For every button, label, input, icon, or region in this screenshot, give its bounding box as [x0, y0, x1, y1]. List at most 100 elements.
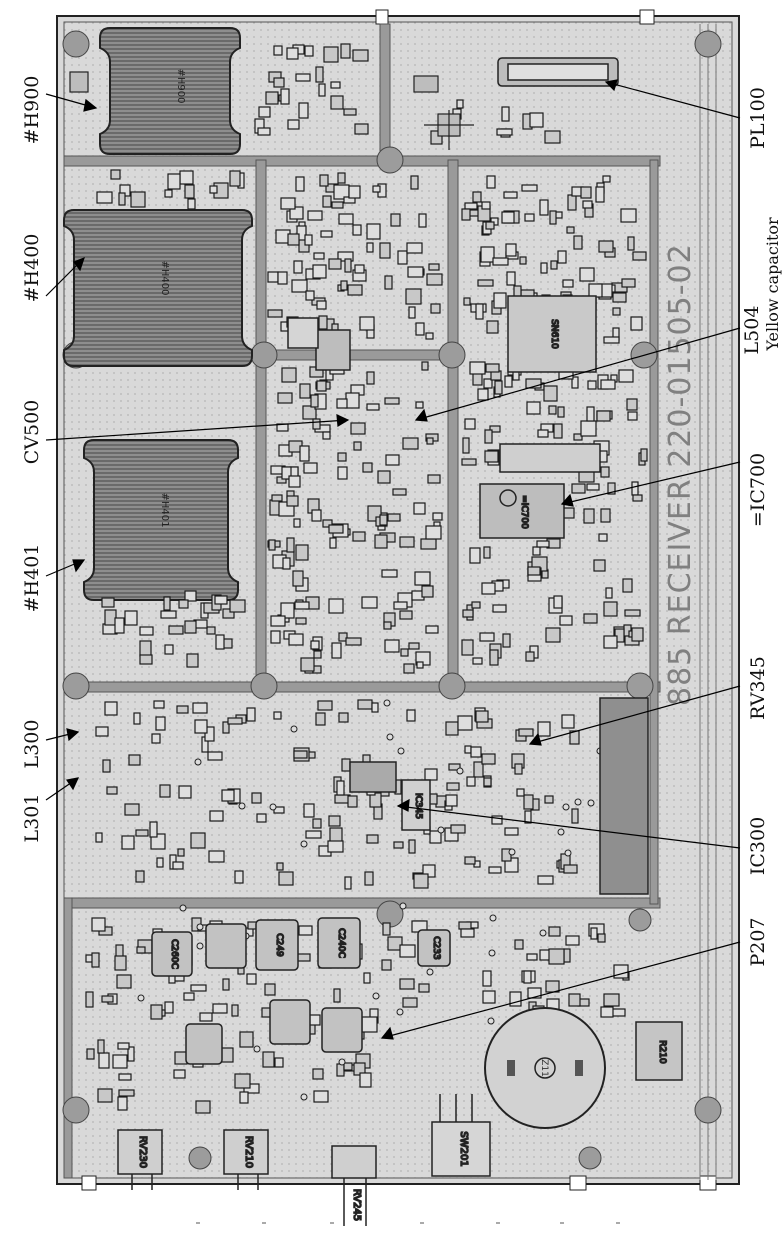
c249-silk: C249: [274, 933, 284, 957]
smd-part: [323, 196, 331, 207]
smd-part: [287, 48, 298, 59]
smd-part: [330, 538, 336, 548]
smd-part: [458, 716, 472, 730]
smd-part: [505, 828, 518, 835]
h401-silk: #H401: [159, 493, 170, 528]
smd-part: [380, 515, 387, 525]
smd-part: [471, 747, 481, 757]
smd-part: [549, 949, 564, 964]
smd-part: [403, 438, 418, 449]
r210-silk: R210: [657, 1040, 667, 1064]
smd-part: [168, 174, 180, 189]
smd-part: [317, 381, 326, 391]
smd-part: [346, 638, 361, 645]
smd-part: [314, 651, 321, 658]
smd-part: [470, 362, 485, 374]
smd-part: [470, 548, 480, 563]
smd-part: [587, 484, 599, 490]
sw201-silk: SW201: [458, 1131, 469, 1166]
smd-part: [98, 1089, 112, 1102]
smd-part: [427, 274, 442, 285]
smd-part: [401, 649, 408, 656]
smd-part: [550, 211, 556, 224]
smd-part: [334, 989, 340, 1002]
smd-part: [329, 599, 343, 613]
smd-part: [191, 833, 205, 848]
smd-part: [549, 406, 556, 414]
smd-part: [140, 627, 153, 635]
smd-part: [416, 323, 424, 335]
smd-part: [367, 224, 380, 239]
smd-part: [599, 534, 607, 541]
smd-part: [193, 703, 207, 713]
smd-part: [383, 923, 390, 935]
smd-part: [580, 268, 594, 281]
smd-part: [427, 438, 433, 444]
smd-part: [358, 700, 372, 709]
c260-silk: C260C: [169, 939, 179, 969]
smd-part: [136, 830, 148, 836]
smd-part: [622, 279, 635, 287]
smd-part: [462, 640, 473, 655]
smd-part: [345, 877, 351, 889]
smd-part: [296, 545, 308, 560]
smd-part: [545, 131, 560, 143]
smd-part: [385, 276, 392, 289]
smd-part: [102, 996, 113, 1002]
smd-part: [604, 636, 617, 648]
smd-part: [422, 586, 433, 597]
h400-silk: #H400: [159, 261, 170, 296]
smd-part: [538, 722, 550, 736]
smd-part: [118, 1043, 129, 1049]
callout-rv345: RV345: [747, 656, 769, 720]
smd-part: [527, 954, 537, 960]
smd-part: [551, 261, 557, 269]
smd-part: [125, 611, 137, 625]
smd-part: [332, 202, 343, 208]
smd-part: [323, 432, 330, 439]
smd-part: [320, 175, 328, 186]
h900-silk: #H900: [175, 69, 186, 104]
smd-part: [344, 1063, 352, 1070]
smd-part: [558, 407, 564, 417]
via: [138, 995, 144, 1001]
smd-part: [312, 510, 321, 521]
z11-silk: Z11: [539, 1059, 549, 1077]
smd-part: [213, 1004, 227, 1013]
ic700-silk: =IC700: [519, 495, 529, 529]
smd-part: [461, 929, 474, 937]
smd-part: [400, 611, 412, 619]
via: [384, 700, 390, 706]
smd-part: [419, 214, 426, 227]
smd-part: [96, 833, 102, 842]
smd-part: [152, 734, 160, 743]
smd-part: [175, 1052, 187, 1064]
smd-part: [129, 755, 140, 765]
smd-part: [394, 842, 403, 848]
smd-part: [346, 393, 359, 408]
smd-part: [522, 185, 537, 191]
smd-part: [306, 831, 321, 838]
smd-part: [96, 727, 108, 736]
smd-part: [505, 376, 512, 387]
callout-ic700: =IC700: [747, 453, 769, 527]
smd-part: [486, 364, 499, 372]
via: [509, 849, 515, 855]
smd-part: [131, 192, 145, 207]
via: [197, 943, 203, 949]
smd-part: [385, 398, 399, 404]
smd-part: [485, 430, 492, 443]
c233-silk: C233: [431, 936, 441, 959]
smd-part: [188, 199, 195, 209]
smd-part: [403, 998, 417, 1007]
smd-part: [86, 992, 93, 1007]
smd-part: [572, 809, 578, 823]
smd-part: [348, 796, 357, 807]
smd-part: [319, 316, 327, 329]
smd-part: [414, 503, 425, 514]
smd-part: [404, 664, 414, 673]
smd-part: [601, 1007, 613, 1017]
smd-part: [375, 535, 387, 548]
smd-part: [92, 953, 99, 967]
